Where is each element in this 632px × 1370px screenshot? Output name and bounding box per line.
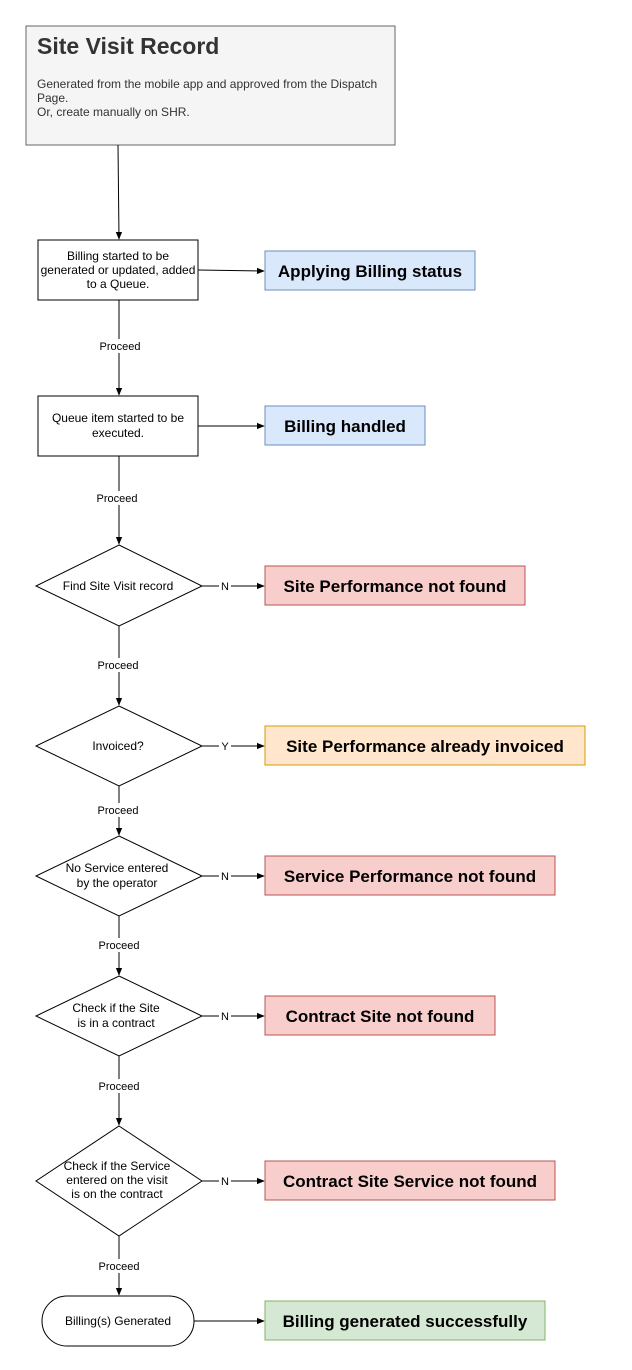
label-n-4: N [221, 1176, 229, 1188]
check-service-line-2: entered on the visit [66, 1173, 168, 1187]
status-edges [194, 267, 265, 1325]
billing-started-box: Billing started to be generated or updat… [37, 239, 199, 301]
invoiced-label: Invoiced? [92, 739, 144, 753]
site-visit-record-desc-1: Generated from the mobile app and approv… [37, 77, 377, 91]
label-y-1: Y [221, 741, 229, 753]
queue-item-line-1: Queue item started to be [52, 411, 184, 425]
no-service-line-1: No Service entered [66, 861, 169, 875]
edge-header-to-billing [115, 144, 123, 240]
status-site-perf-not-found: Site Performance not found [264, 565, 526, 606]
label-proceed-4: Proceed [98, 805, 139, 817]
check-service-line-1: Check if the Service [64, 1159, 171, 1173]
status-contract-site-not-found-text: Contract Site not found [286, 1007, 475, 1026]
label-proceed-6: Proceed [99, 1081, 140, 1093]
label-n-3: N [221, 1011, 229, 1023]
status-service-perf-not-found-text: Service Performance not found [284, 867, 536, 886]
status-applying-billing-text: Applying Billing status [278, 262, 462, 281]
label-proceed-1: Proceed [100, 341, 141, 353]
find-site-visit-label: Find Site Visit record [63, 579, 174, 593]
queue-item-box: Queue item started to be executed. [37, 395, 199, 457]
status-site-perf-not-found-text: Site Performance not found [284, 577, 507, 596]
site-visit-record-title: Site Visit Record [37, 33, 219, 59]
status-applying-billing: Applying Billing status [264, 250, 476, 291]
label-proceed-7: Proceed [99, 1261, 140, 1273]
status-contract-site-service-not-found: Contract Site Service not found [264, 1160, 556, 1201]
invoiced-decision: Invoiced? [34, 705, 204, 787]
billing-started-line-2: generated or updated, added [41, 263, 196, 277]
status-billing-success: Billing generated successfully [264, 1300, 546, 1341]
label-proceed-3: Proceed [98, 660, 139, 672]
label-n-1: N [221, 581, 229, 593]
edge-billing-to-applying [197, 267, 265, 275]
check-site-line-2: is in a contract [77, 1016, 155, 1030]
billing-generated-terminal: Billing(s) Generated [41, 1295, 195, 1347]
label-proceed-2: Proceed [97, 493, 138, 505]
status-contract-site-not-found: Contract Site not found [264, 995, 496, 1036]
status-billing-success-text: Billing generated successfully [283, 1312, 528, 1331]
site-visit-record-box: Site Visit Record Generated from the mob… [25, 25, 396, 146]
billing-started-line-3: to a Queue. [87, 277, 150, 291]
no-service-decision: No Service entered by the operator [34, 835, 204, 917]
check-service-line-3: is on the contract [71, 1187, 163, 1201]
label-n-2: N [221, 871, 229, 883]
label-proceed-5: Proceed [99, 940, 140, 952]
check-site-line-1: Check if the Site [72, 1001, 160, 1015]
status-billing-handled: Billing handled [264, 405, 426, 446]
status-service-perf-not-found: Service Performance not found [264, 855, 556, 896]
billing-started-line-1: Billing started to be [67, 249, 169, 263]
find-site-visit-decision: Find Site Visit record [34, 544, 204, 627]
queue-item-line-2: executed. [92, 426, 144, 440]
no-service-line-2: by the operator [77, 876, 158, 890]
status-site-perf-invoiced-text: Site Performance already invoiced [286, 737, 564, 756]
site-visit-record-desc-2: Page. [37, 91, 68, 105]
site-visit-record-desc-3: Or, create manually on SHR. [37, 105, 190, 119]
check-service-contract-decision: Check if the Service entered on the visi… [35, 1125, 203, 1237]
edge-labels: Proceed Proceed Proceed Proceed Proceed … [95, 339, 231, 1273]
status-contract-site-service-not-found-text: Contract Site Service not found [283, 1172, 537, 1191]
status-billing-handled-text: Billing handled [284, 417, 406, 436]
check-site-contract-decision: Check if the Site is in a contract [34, 975, 204, 1057]
billing-generated-label: Billing(s) Generated [65, 1314, 171, 1328]
status-site-perf-invoiced: Site Performance already invoiced [264, 725, 586, 766]
